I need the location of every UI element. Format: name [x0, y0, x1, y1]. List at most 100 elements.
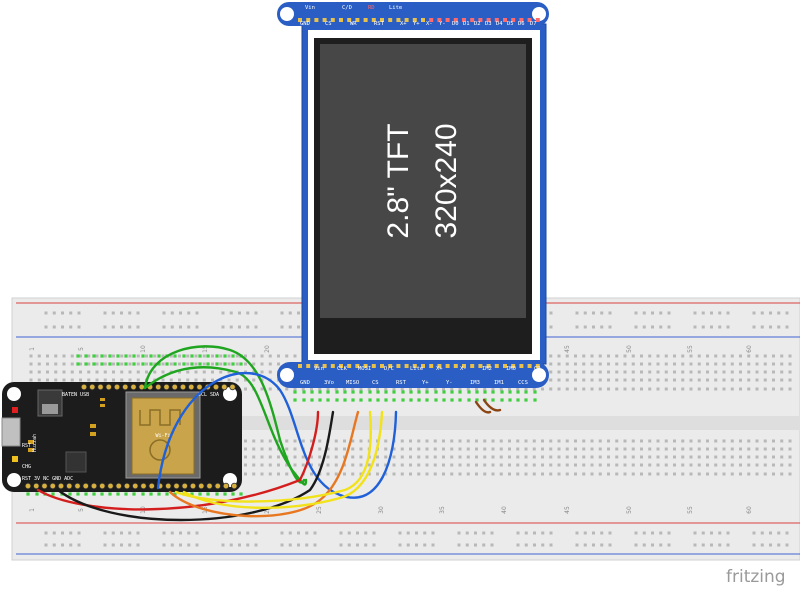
- header-pin: [24, 482, 32, 490]
- column-number: 45: [564, 345, 571, 353]
- pin-label: GND: [300, 21, 310, 27]
- led-indicator: [12, 407, 18, 413]
- header-pin: [511, 364, 516, 368]
- chip: [65, 451, 87, 473]
- column-number: 10: [140, 345, 147, 353]
- header-pin: [380, 364, 384, 368]
- header-pin: [519, 364, 524, 368]
- mount-hole-bottom-right: [532, 368, 546, 382]
- pin-label: C/D: [342, 5, 352, 11]
- tft-bottom-header-pins: [298, 364, 540, 368]
- header-pin: [66, 482, 73, 490]
- wire-black: [56, 410, 335, 522]
- header-pin: [306, 364, 311, 368]
- column-number: 30: [378, 506, 385, 514]
- header-pin: [74, 482, 81, 490]
- header-pin: [132, 482, 139, 490]
- wire-brown: [482, 398, 502, 412]
- pin-label: Y-: [446, 380, 453, 386]
- pin-label: MOSI: [358, 366, 371, 372]
- header-pin: [90, 482, 98, 490]
- pin-label: D4: [496, 21, 503, 27]
- header-pin: [41, 482, 48, 490]
- pin-label: D6: [518, 21, 525, 27]
- header-pin: [462, 364, 466, 368]
- header-pin: [503, 364, 507, 368]
- header-pin: [314, 18, 319, 22]
- header-pin: [494, 364, 499, 368]
- header-pin: [214, 482, 221, 490]
- pin-label: X-: [426, 21, 433, 27]
- module-label: Wi-Fi: [155, 433, 170, 439]
- header-pin: [535, 18, 540, 22]
- column-number: 1: [29, 508, 36, 512]
- mount-hole-bottom-left: [280, 368, 294, 382]
- header-pin: [122, 383, 129, 391]
- header-pin: [140, 482, 147, 490]
- header-pin: [347, 364, 352, 368]
- wire-brown: [474, 400, 492, 414]
- header-pin: [478, 18, 483, 22]
- header-pin: [486, 364, 491, 368]
- header-pin: [322, 18, 327, 22]
- pin-label: Lite: [410, 366, 423, 372]
- pin-label: Y+: [413, 21, 420, 27]
- feather-label-chg: CHG: [22, 464, 31, 470]
- header-pin: [105, 383, 112, 391]
- pin-label: CS: [325, 21, 332, 27]
- header-pin: [57, 482, 65, 490]
- wire-red: [36, 410, 320, 511]
- feather-mount-hole: [7, 387, 21, 401]
- header-pin: [527, 364, 532, 368]
- pin-label: IM1: [494, 380, 504, 386]
- header-pin: [123, 482, 131, 490]
- pin-label: D7: [530, 21, 537, 27]
- pin-label: D2: [474, 21, 481, 27]
- feather-header-pins: [24, 383, 238, 490]
- wire-green: [143, 366, 308, 486]
- column-number: 25: [316, 506, 323, 514]
- header-pin: [347, 18, 352, 22]
- pin-label: X-: [460, 366, 467, 372]
- header-pin: [429, 364, 434, 368]
- pin-label: IM2: [482, 366, 492, 372]
- header-pin: [330, 18, 335, 22]
- header-pin: [171, 383, 178, 391]
- header-pin: [222, 482, 230, 490]
- pin-label: X+: [436, 366, 443, 372]
- feather-label-bottom: RST 3V NC GND ADC: [22, 476, 73, 482]
- column-number: 35: [439, 506, 446, 514]
- feather-label-rst: RST: [22, 443, 31, 449]
- header-pin: [437, 364, 442, 368]
- header-pin: [380, 18, 384, 22]
- header-pin: [148, 482, 155, 490]
- usb-connector: [1, 417, 21, 447]
- header-pin: [322, 364, 327, 368]
- display-title-line1: 2.8" TFT: [382, 123, 415, 238]
- header-pin: [196, 383, 203, 391]
- header-pin: [535, 364, 540, 368]
- column-number: 55: [687, 506, 694, 514]
- column-number: 20: [264, 345, 271, 353]
- header-pin: [404, 364, 409, 368]
- header-pin: [437, 18, 442, 22]
- wire-yellow: [182, 410, 384, 510]
- pin-label: CLK: [337, 366, 348, 372]
- header-pin: [33, 482, 40, 490]
- header-pin: [99, 482, 106, 490]
- column-number: 60: [746, 345, 753, 353]
- header-pin: [107, 482, 114, 490]
- feather-label-right: SCL SDA: [198, 392, 219, 398]
- header-pin: [486, 18, 491, 22]
- header-pin: [363, 18, 368, 22]
- column-number: 5: [78, 347, 85, 351]
- header-pin: [371, 364, 376, 368]
- pin-label: D/C: [384, 366, 394, 372]
- pin-label: D0: [452, 21, 459, 27]
- pin-label: Y+: [422, 380, 429, 386]
- header-pin: [173, 482, 180, 490]
- header-pin: [404, 18, 409, 22]
- column-number: 40: [501, 506, 508, 514]
